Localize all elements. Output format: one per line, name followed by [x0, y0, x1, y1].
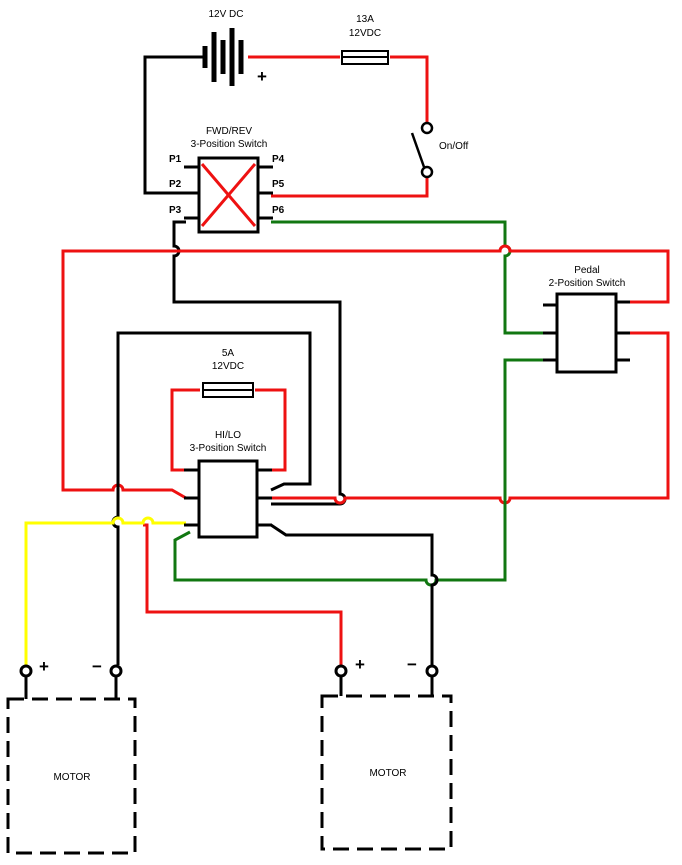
fwd-rev-switch: FWD/REV 3-Position Switch P1 P2 P3 P4 P5… — [169, 126, 285, 234]
pedal-switch: Pedal 2-Position Switch — [543, 265, 630, 374]
onoff-label: On/Off — [439, 141, 468, 152]
fuse-main: 13A 12VDC — [341, 14, 389, 65]
hilo-subtitle: 3-Position Switch — [190, 443, 267, 454]
wire-black-right-motor — [270, 523, 439, 665]
motor-right-plus: + — [355, 655, 365, 674]
hilo-body — [197, 459, 259, 539]
motor-left-negative-terminal — [109, 664, 123, 678]
fuse-main-rating: 13A — [356, 14, 374, 25]
wire-red-loop — [169, 244, 670, 304]
fwd-rev-title: FWD/REV — [206, 126, 252, 137]
motor-right-positive-terminal — [334, 664, 348, 678]
motor-right: + − MOTOR — [320, 655, 453, 851]
motor-left: + − MOTOR — [6, 657, 137, 855]
fuse-main-voltage: 12VDC — [349, 28, 381, 39]
pin-p2-label: P2 — [169, 179, 182, 190]
hilo-title: HI/LO — [215, 430, 241, 441]
fwd-rev-subtitle: 3-Position Switch — [191, 139, 268, 150]
pedal-body — [555, 292, 618, 374]
pedal-subtitle: 2-Position Switch — [549, 278, 626, 289]
wires — [24, 55, 670, 665]
wire-yellow-left-motor — [24, 516, 186, 665]
wire-p6-to-pedal — [271, 220, 545, 335]
hilo-switch: HI/LO 3-Position Switch — [184, 430, 272, 539]
pedal-title: Pedal — [574, 265, 600, 276]
wire-fuse5a-right — [255, 388, 287, 472]
wire-red-right-motor — [143, 523, 343, 665]
wire-battery-negative — [143, 55, 205, 195]
motor-left-minus: − — [92, 657, 102, 676]
motor-right-label: MOTOR — [369, 768, 406, 779]
fuse-hilo-rating: 5A — [222, 348, 235, 359]
battery-plus-sign: + — [257, 67, 267, 86]
motor-left-positive-terminal — [19, 664, 33, 678]
motor-right-negative-terminal — [425, 664, 439, 678]
wire-fuse5a-left — [170, 388, 200, 472]
pin-p4-label: P4 — [272, 154, 285, 165]
battery-label: 12V DC — [208, 9, 243, 20]
onoff-switch: On/Off — [410, 121, 468, 179]
motor-right-minus: − — [407, 655, 417, 674]
wire-red-left-side — [61, 249, 187, 500]
fwd-rev-cross-b — [200, 163, 257, 227]
motor-left-plus: + — [39, 657, 49, 676]
pin-p5-label: P5 — [272, 179, 285, 190]
fuse-hilo-voltage: 12VDC — [212, 361, 244, 372]
pin-p3-label: P3 — [169, 205, 182, 216]
pin-p1-label: P1 — [169, 154, 182, 165]
wire-pedal-return — [271, 331, 670, 505]
wire-switch-to-p5 — [271, 177, 429, 198]
motor-left-body — [6, 697, 137, 855]
wire-fuse-to-switch — [390, 55, 429, 123]
battery: 12V DC + — [202, 9, 267, 86]
pin-p6-label: P6 — [272, 205, 285, 216]
motor-left-label: MOTOR — [53, 772, 90, 783]
motor-right-body — [320, 694, 453, 851]
fuse-hilo: 5A 12VDC — [202, 348, 254, 398]
